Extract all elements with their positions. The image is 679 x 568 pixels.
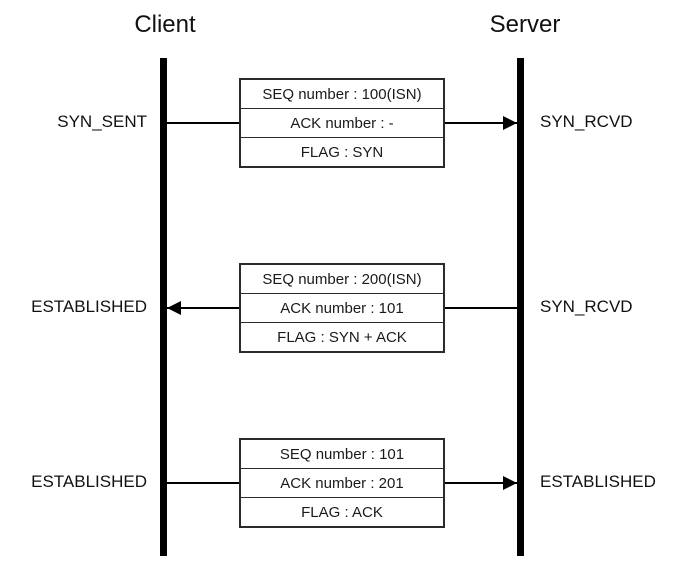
- server-state-label: SYN_RCVD: [540, 297, 633, 316]
- segment-box: SEQ number : 200(ISN) ACK number : 101 F…: [239, 263, 445, 353]
- ack-number-row: ACK number : 201: [241, 469, 443, 498]
- seq-number-row: SEQ number : 200(ISN): [241, 265, 443, 294]
- client-timeline: [160, 58, 167, 556]
- segment-box: SEQ number : 101 ACK number : 201 FLAG :…: [239, 438, 445, 528]
- arrow-right-icon: [503, 476, 517, 490]
- flag-row: FLAG : SYN: [300, 143, 384, 161]
- server-title: Server: [489, 11, 561, 38]
- flag-row: FLAG : ACK: [301, 503, 383, 521]
- flag-row: FLAG : SYN + ACK: [277, 328, 407, 346]
- exchange-ack: SEQ number : 101 ACK number : 201 FLAG :…: [0, 438, 679, 528]
- server-state-label: ESTABLISHED: [540, 472, 656, 491]
- exchange-syn: SEQ number : 100(ISN) ACK number : - FLA…: [0, 78, 679, 168]
- segment-box: SEQ number : 100(ISN) ACK number : - FLA…: [239, 78, 445, 168]
- seq-number-row: SEQ number : 101: [241, 440, 443, 469]
- client-state-label: ESTABLISHED: [31, 297, 147, 316]
- exchange-syn-ack: SEQ number : 200(ISN) ACK number : 101 F…: [0, 263, 679, 353]
- client-state-label: SYN_SENT: [57, 112, 147, 131]
- server-state-label: SYN_RCVD: [540, 112, 633, 131]
- client-state-label: ESTABLISHED: [31, 472, 147, 491]
- server-timeline: [517, 58, 524, 556]
- arrow-left-icon: [167, 301, 181, 315]
- arrow-right-icon: [503, 116, 517, 130]
- seq-number-row: SEQ number : 100(ISN): [241, 80, 443, 109]
- ack-number-row: ACK number : 101: [241, 294, 443, 323]
- ack-number-row: ACK number : -: [241, 109, 443, 138]
- client-title: Client: [134, 11, 196, 38]
